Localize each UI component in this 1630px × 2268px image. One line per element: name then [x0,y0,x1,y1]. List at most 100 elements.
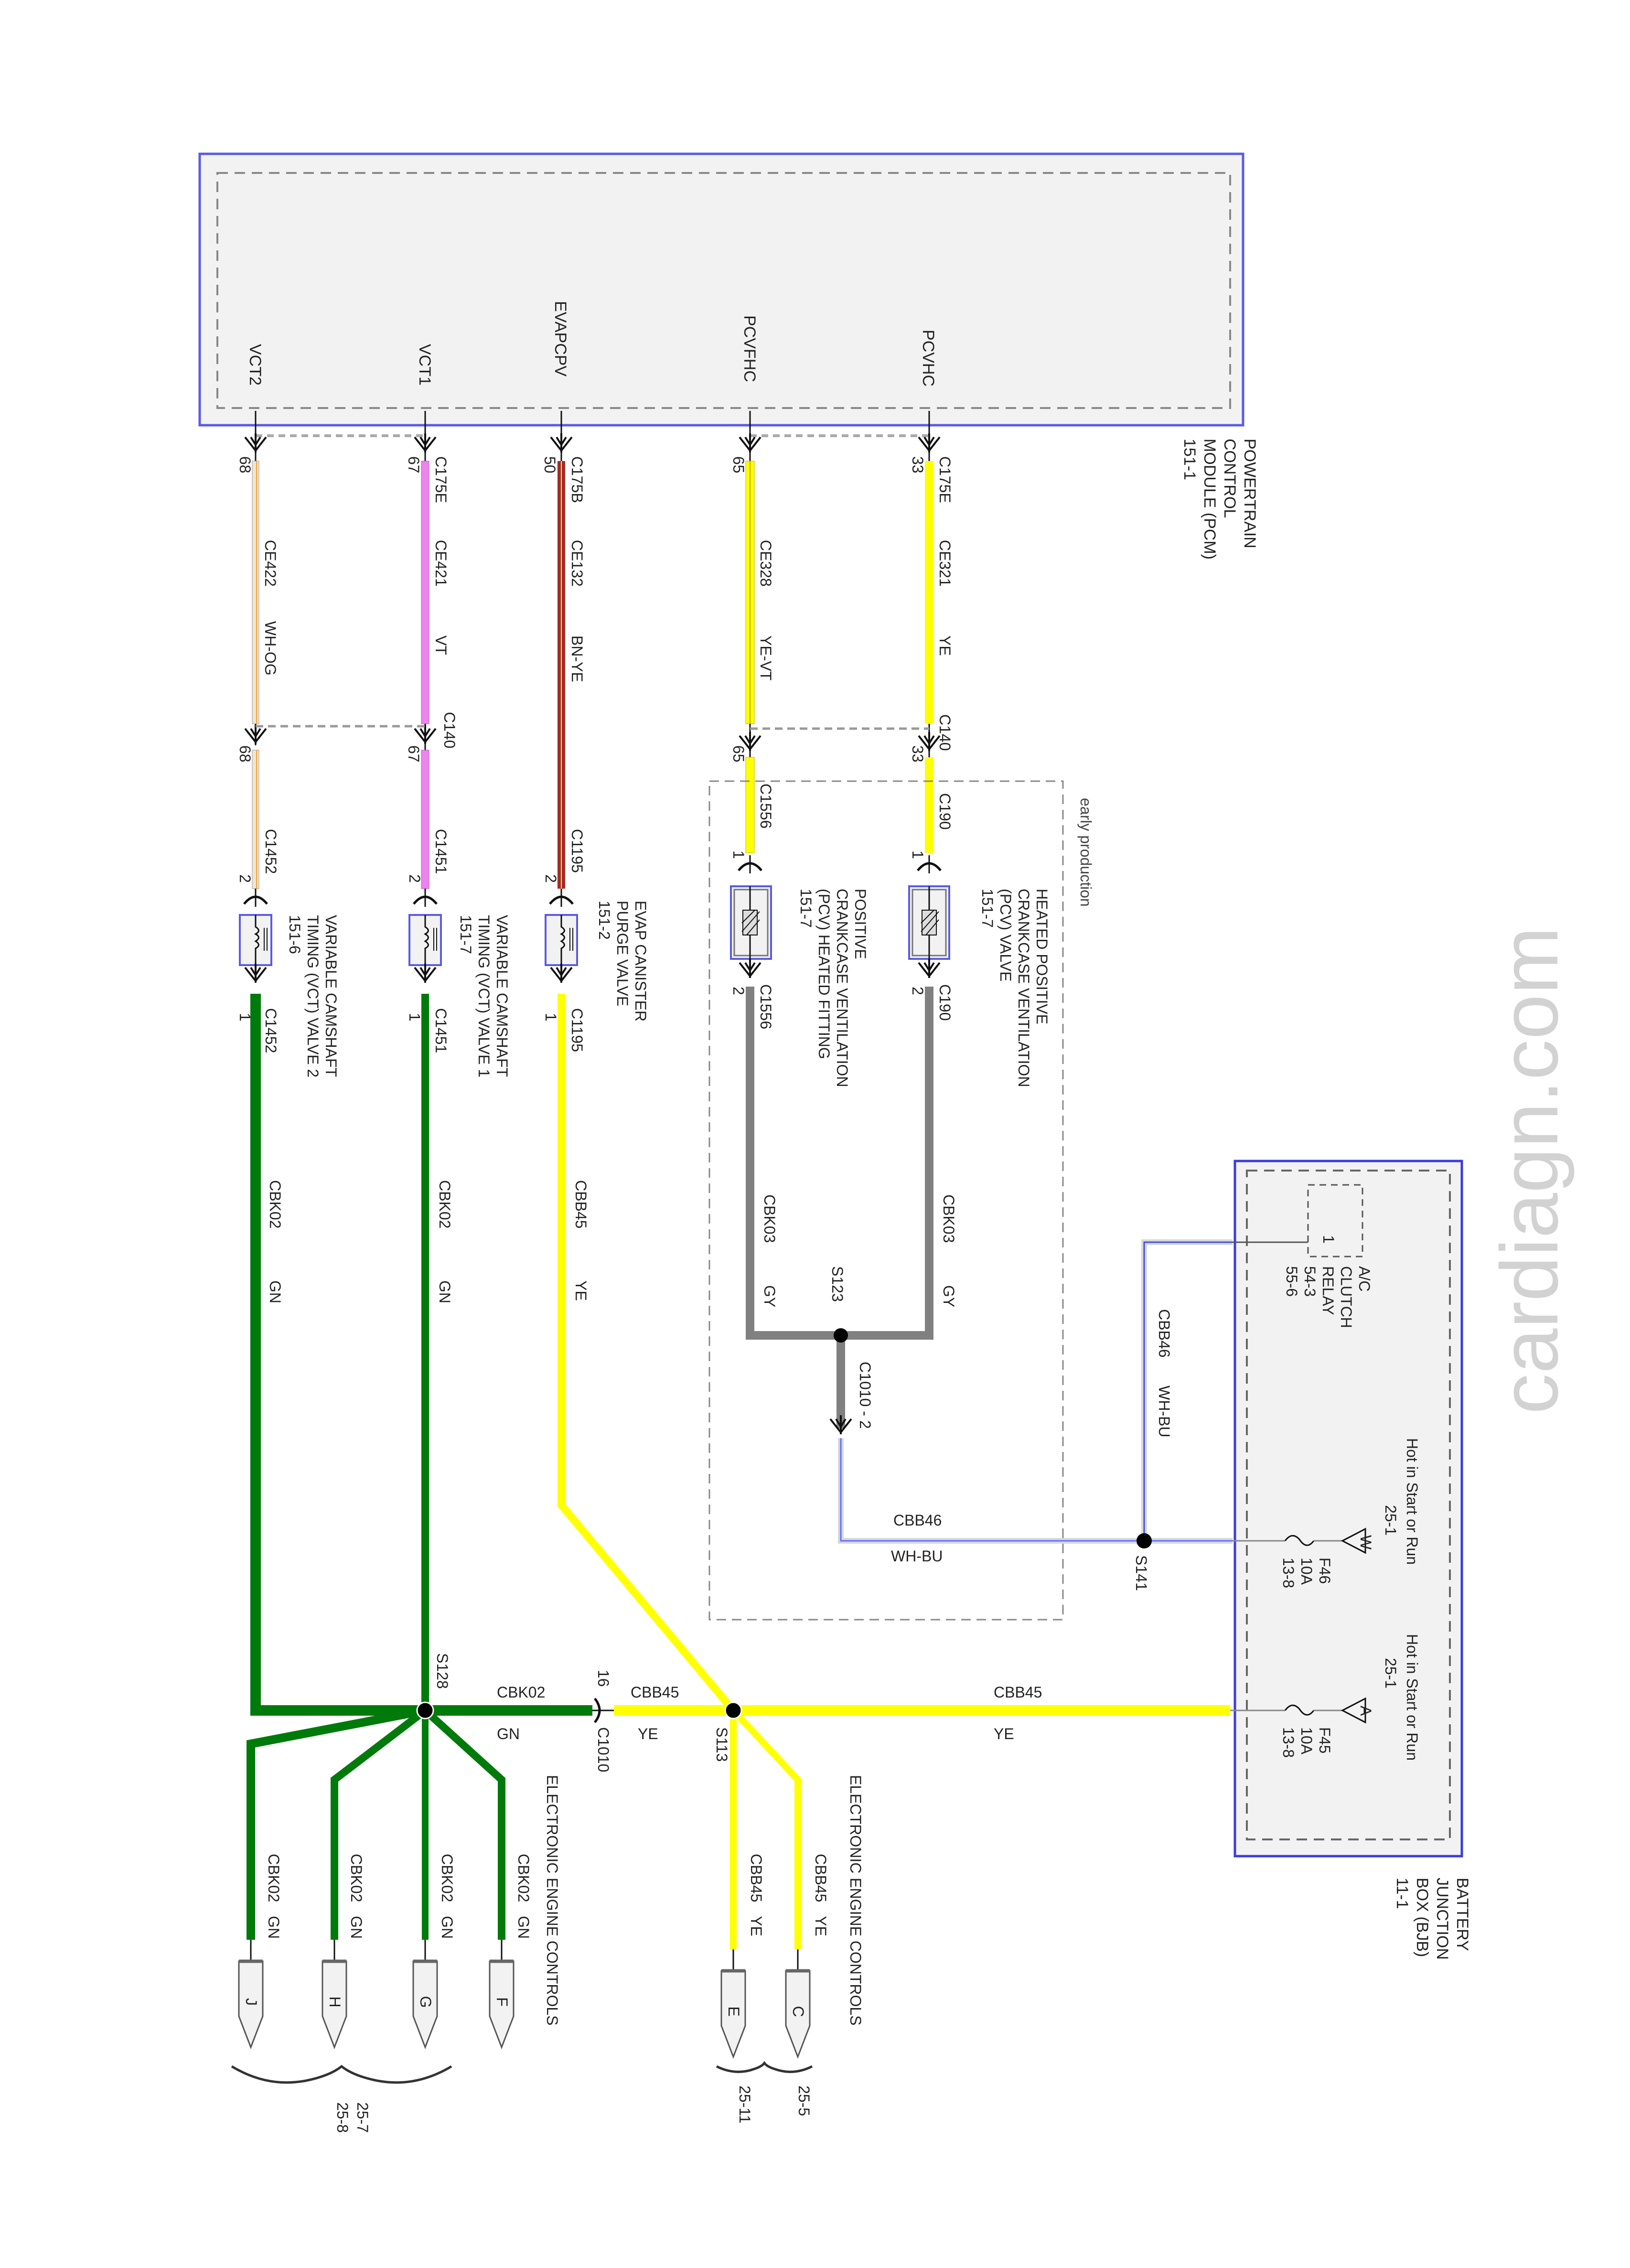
pcvf-name-3: (PCV) HEATED FITTING [815,889,833,1059]
eec-label-ye: ELECTRONIC ENGINE CONTROLS [847,1775,864,2026]
splice-s141[interactable] [1137,1533,1152,1548]
s113-label: S113 [713,1727,730,1762]
cbb46-h-color: WH-BU [891,1548,943,1565]
splice-s128[interactable] [416,1701,434,1720]
connector-pcvhc-pcm: C175E [936,456,954,503]
terminal-g[interactable]: G [412,1940,438,2050]
connector-vct1-pcm: C175E [432,456,450,503]
circuit-pcvfhc: CE328 [757,540,774,587]
gn-drop-h-circuit: CBK02 [348,1854,365,1902]
wire-cbb45-ye[interactable] [558,994,1230,1949]
brace-ye [716,2061,813,2073]
svg-text:CONTROL: CONTROL [1221,439,1239,518]
fuse-f46[interactable]: W [1233,1527,1374,1554]
eec-label-gn: ELECTRONIC ENGINE CONTROLS [544,1775,561,2026]
connector-evap-pcm: C175B [568,456,586,503]
ye-drop-e-circuit: CBB45 [748,1854,765,1902]
terminal-e[interactable]: E [720,1949,746,2059]
terminal-c[interactable]: C [785,1949,811,2059]
s123-label: S123 [829,1266,846,1302]
pcm-signal-vct1: VCT1 [416,344,434,386]
solenoid-coil-icon [559,915,565,965]
power-source-icon [1340,1527,1366,1554]
wire-vct1[interactable] [414,411,437,889]
s141-label: S141 [1133,1555,1150,1591]
f45-name-3: 13-8 [1280,1727,1297,1758]
f45-name-1: F45 [1316,1727,1333,1753]
pcvv-name-2: CRANKCASE VENTILATION [1015,889,1032,1087]
vct2-ground-color: GN [267,1280,284,1303]
terminal-e-label: E [725,2006,742,2016]
circuit-vct2: CE422 [262,540,279,587]
ye-ref-2: 25-5 [795,2085,813,2116]
f46-tag: W [1357,1535,1374,1550]
terminal-f[interactable]: F [489,1940,515,2050]
gn-trunk-circuit: CBK02 [497,1684,545,1701]
relay-name-2: CLUTCH [1338,1266,1355,1328]
pcvv-name-4: 151-7 [979,889,996,928]
evap-name-2: PURGE VALVE [614,901,631,1006]
watermark: cardiagn.com [1484,927,1575,1415]
terminal-h-label: H [326,1996,343,2007]
wire-evap[interactable] [550,411,573,889]
fuse-f45[interactable]: A [1230,1697,1374,1724]
f46-ref: 25-1 [1382,1505,1399,1536]
pcm-name-2: CONTROL [1221,439,1239,518]
f45-name-2: 10A [1298,1727,1315,1755]
vct2-valve[interactable] [239,889,272,984]
wire-pcvfhc[interactable] [739,411,761,853]
pcm-name-3: MODULE (PCM) [1201,439,1219,559]
f46-name-2: 10A [1298,1558,1315,1585]
pcv-heated-fitting[interactable] [730,855,772,979]
terminal-c-label: C [790,2006,807,2017]
bjb-name-1: BATTERY [1453,1878,1471,1951]
vct1-pin-out: 1 [406,1013,423,1021]
evap-name-3: 151-2 [596,901,613,940]
ye-drop-e-color: YE [748,1916,765,1936]
pin-pcvhc-c140: 33 [909,745,926,763]
gn-drop-h-color: GN [348,1916,365,1939]
wire-cbb46-wh-bu[interactable] [838,1239,1233,1544]
gn-trunk-color: GN [497,1725,520,1742]
early-production-region [708,780,1064,1621]
pcvv-name-1: HEATED POSITIVE [1033,889,1051,1024]
gn-drop-f-circuit: CBK02 [515,1854,532,1902]
ac-clutch-relay[interactable] [1233,1184,1363,1258]
gn-drop-j-color: GN [265,1916,282,1939]
terminal-j-label: J [243,1998,260,2006]
bjb-name-4: 11-1 [1393,1878,1411,1909]
solenoid-coil-icon [254,915,259,965]
circuit-pcvhc: CE321 [936,540,954,587]
wire-cbk02-gn[interactable] [247,994,592,1940]
cbk03-circuit-right: CBK03 [940,1194,957,1243]
early-production-label: early production [1077,798,1094,907]
ye-ref-1: 25-11 [736,2085,753,2123]
svg-text:POWERTRAIN: POWERTRAIN [1241,439,1259,548]
terminal-f-label: F [493,1997,511,2007]
c140-label-right: C140 [936,714,954,751]
f45-hot: Hot in Start or Run [1404,1634,1421,1761]
vct1-ground-color: GN [436,1280,453,1303]
f46-name-3: 13-8 [1280,1558,1297,1588]
pcv-heated-valve[interactable] [908,855,950,979]
pin-vct2-pcm: 68 [236,456,254,473]
pin-pcvhc-pcm: 33 [909,456,926,473]
pcm-label: POWERTRAIN CONTROL MODULE (PCM) 151-1 [1180,439,1259,559]
svg-text:151-1: 151-1 [1180,439,1199,480]
pcm-module[interactable] [198,152,1244,427]
vct2-name-2: TIMING (VCT) VALVE 2 [304,915,322,1077]
relay-name-4: 54-3 [1301,1266,1319,1297]
evap-purge-valve[interactable] [545,889,578,984]
vct2-connector-top: C1452 [262,829,279,874]
evap-connector-bottom: C1195 [568,1008,586,1052]
battery-junction-box[interactable] [1233,1160,1463,1858]
splice-s123[interactable] [834,1328,848,1343]
splice-s113[interactable] [724,1701,742,1720]
connector-c1010[interactable] [592,1698,614,1723]
f45-ref: 25-1 [1382,1658,1399,1688]
terminal-j[interactable]: J [238,1940,264,2050]
terminal-h[interactable]: H [322,1940,347,2050]
circuit-evap: CE132 [568,540,586,587]
vct1-valve[interactable] [408,889,442,984]
